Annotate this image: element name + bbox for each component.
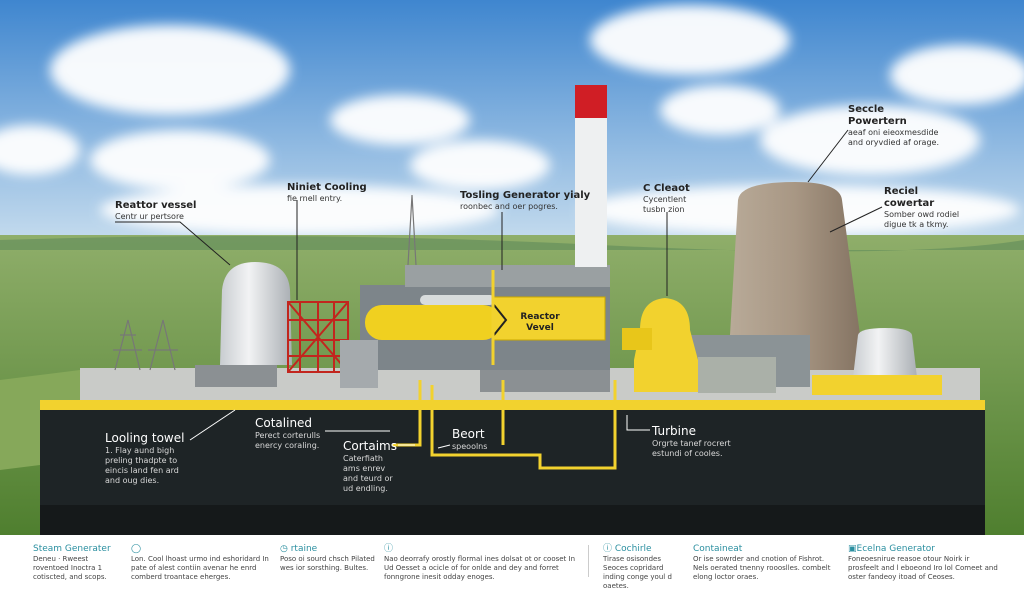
leader-lines	[115, 129, 883, 300]
footer-item: ◯Lon. Cool lhoast urmo ind eshoridard In…	[131, 543, 271, 582]
clock-icon: ◷	[280, 544, 288, 554]
small-cooling-tower	[852, 328, 918, 386]
yellow-pipe	[365, 305, 500, 340]
clouds	[0, 5, 1024, 235]
info-icon: ⓘ	[384, 544, 394, 554]
left-cooling-tower	[220, 262, 292, 365]
footer-divider	[588, 545, 589, 577]
red-scaffold	[287, 301, 349, 373]
right-cooling-tower	[730, 182, 860, 370]
clipboard-icon: ◯	[131, 544, 142, 554]
reactor-vevel-box	[491, 296, 606, 341]
cutaway-base	[40, 410, 985, 505]
label-reactor-vevel: Reactor Vevel	[520, 312, 560, 333]
generator-icon: ▣	[848, 544, 857, 554]
turbine-housing	[634, 298, 698, 392]
platform-edge	[40, 400, 985, 410]
plant-drawing	[0, 0, 1024, 535]
info-icon: ⓘ	[603, 544, 613, 554]
